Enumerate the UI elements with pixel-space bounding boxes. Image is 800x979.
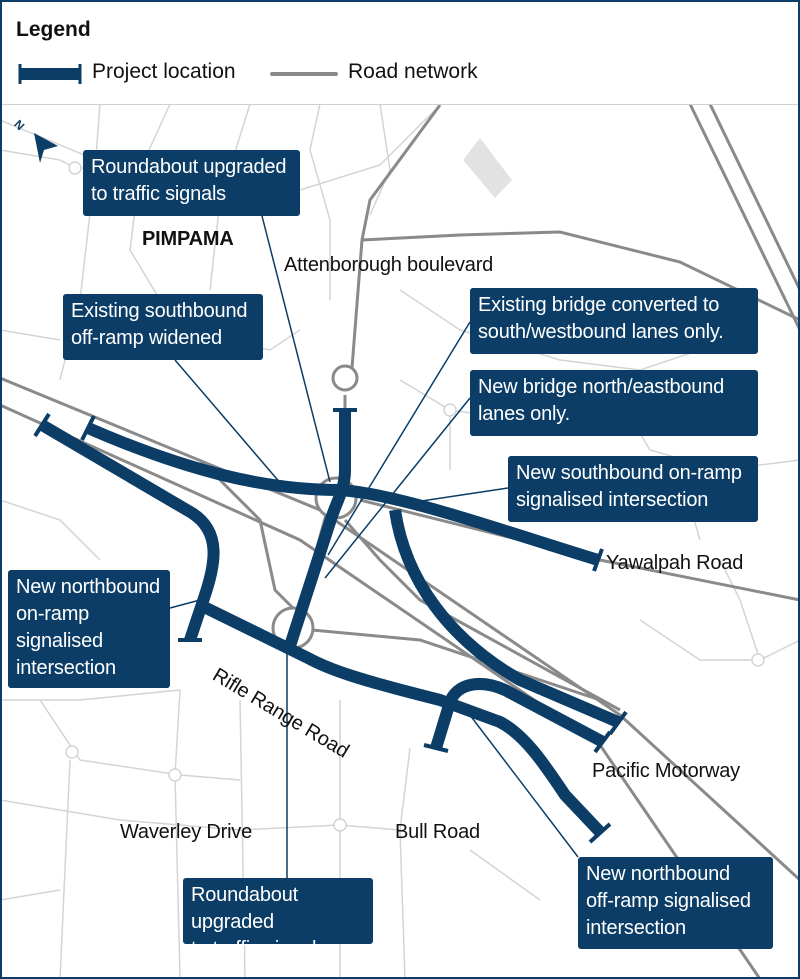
- southbound-off-ramp-line: [38, 419, 220, 642]
- callout-new-bridge: New bridge north/eastbound lanes only.: [470, 370, 758, 436]
- legend-project-location: Project location: [92, 60, 236, 83]
- bull-road-spur-line: [430, 678, 606, 750]
- callout-roundabout-south: Roundabout upgraded to traffic signals: [183, 878, 373, 960]
- callout-roundabout-north: Roundabout upgraded to traffic signals: [83, 150, 300, 216]
- southbound-on-ramp-line: [389, 509, 621, 728]
- callout-existing-bridge: Existing bridge converted to south/westb…: [470, 288, 758, 354]
- leader-lines: [169, 215, 579, 878]
- building: [463, 138, 512, 198]
- legend-road-network: Road network: [348, 60, 478, 83]
- project-end-caps: [33, 408, 628, 844]
- yawalpah-label: Yawalpah Road: [606, 552, 744, 574]
- project-location-legend-icon: [18, 64, 82, 84]
- pacific-motorway-label: Pacific Motorway: [592, 760, 740, 782]
- north-arrow-icon: [34, 133, 58, 163]
- waverley-drive-label: Waverley Drive: [120, 821, 253, 843]
- suburb-label: PIMPAMA: [142, 228, 234, 250]
- callout-southbound-on-ramp: New southbound on-ramp signalised inters…: [508, 456, 758, 522]
- road-network-legend-icon: [270, 72, 338, 76]
- rifle-range-road-line: [195, 598, 605, 837]
- street-roundabouts: [65, 161, 765, 832]
- callout-northbound-on-ramp: New northbound on-ramp signalised inters…: [8, 570, 170, 688]
- callout-southbound-off-ramp: Existing southbound off-ramp widened: [63, 294, 263, 360]
- legend-title: Legend: [16, 18, 91, 41]
- attenborough-label: Attenborough boulevard: [284, 254, 494, 276]
- callout-northbound-off-ramp: New northbound off-ramp signalised inter…: [578, 857, 773, 949]
- legend: Legend Project location Road network: [2, 2, 798, 105]
- project-lines: [38, 410, 621, 837]
- bull-road-label: Bull Road: [395, 821, 480, 843]
- bridge-line: [282, 410, 351, 654]
